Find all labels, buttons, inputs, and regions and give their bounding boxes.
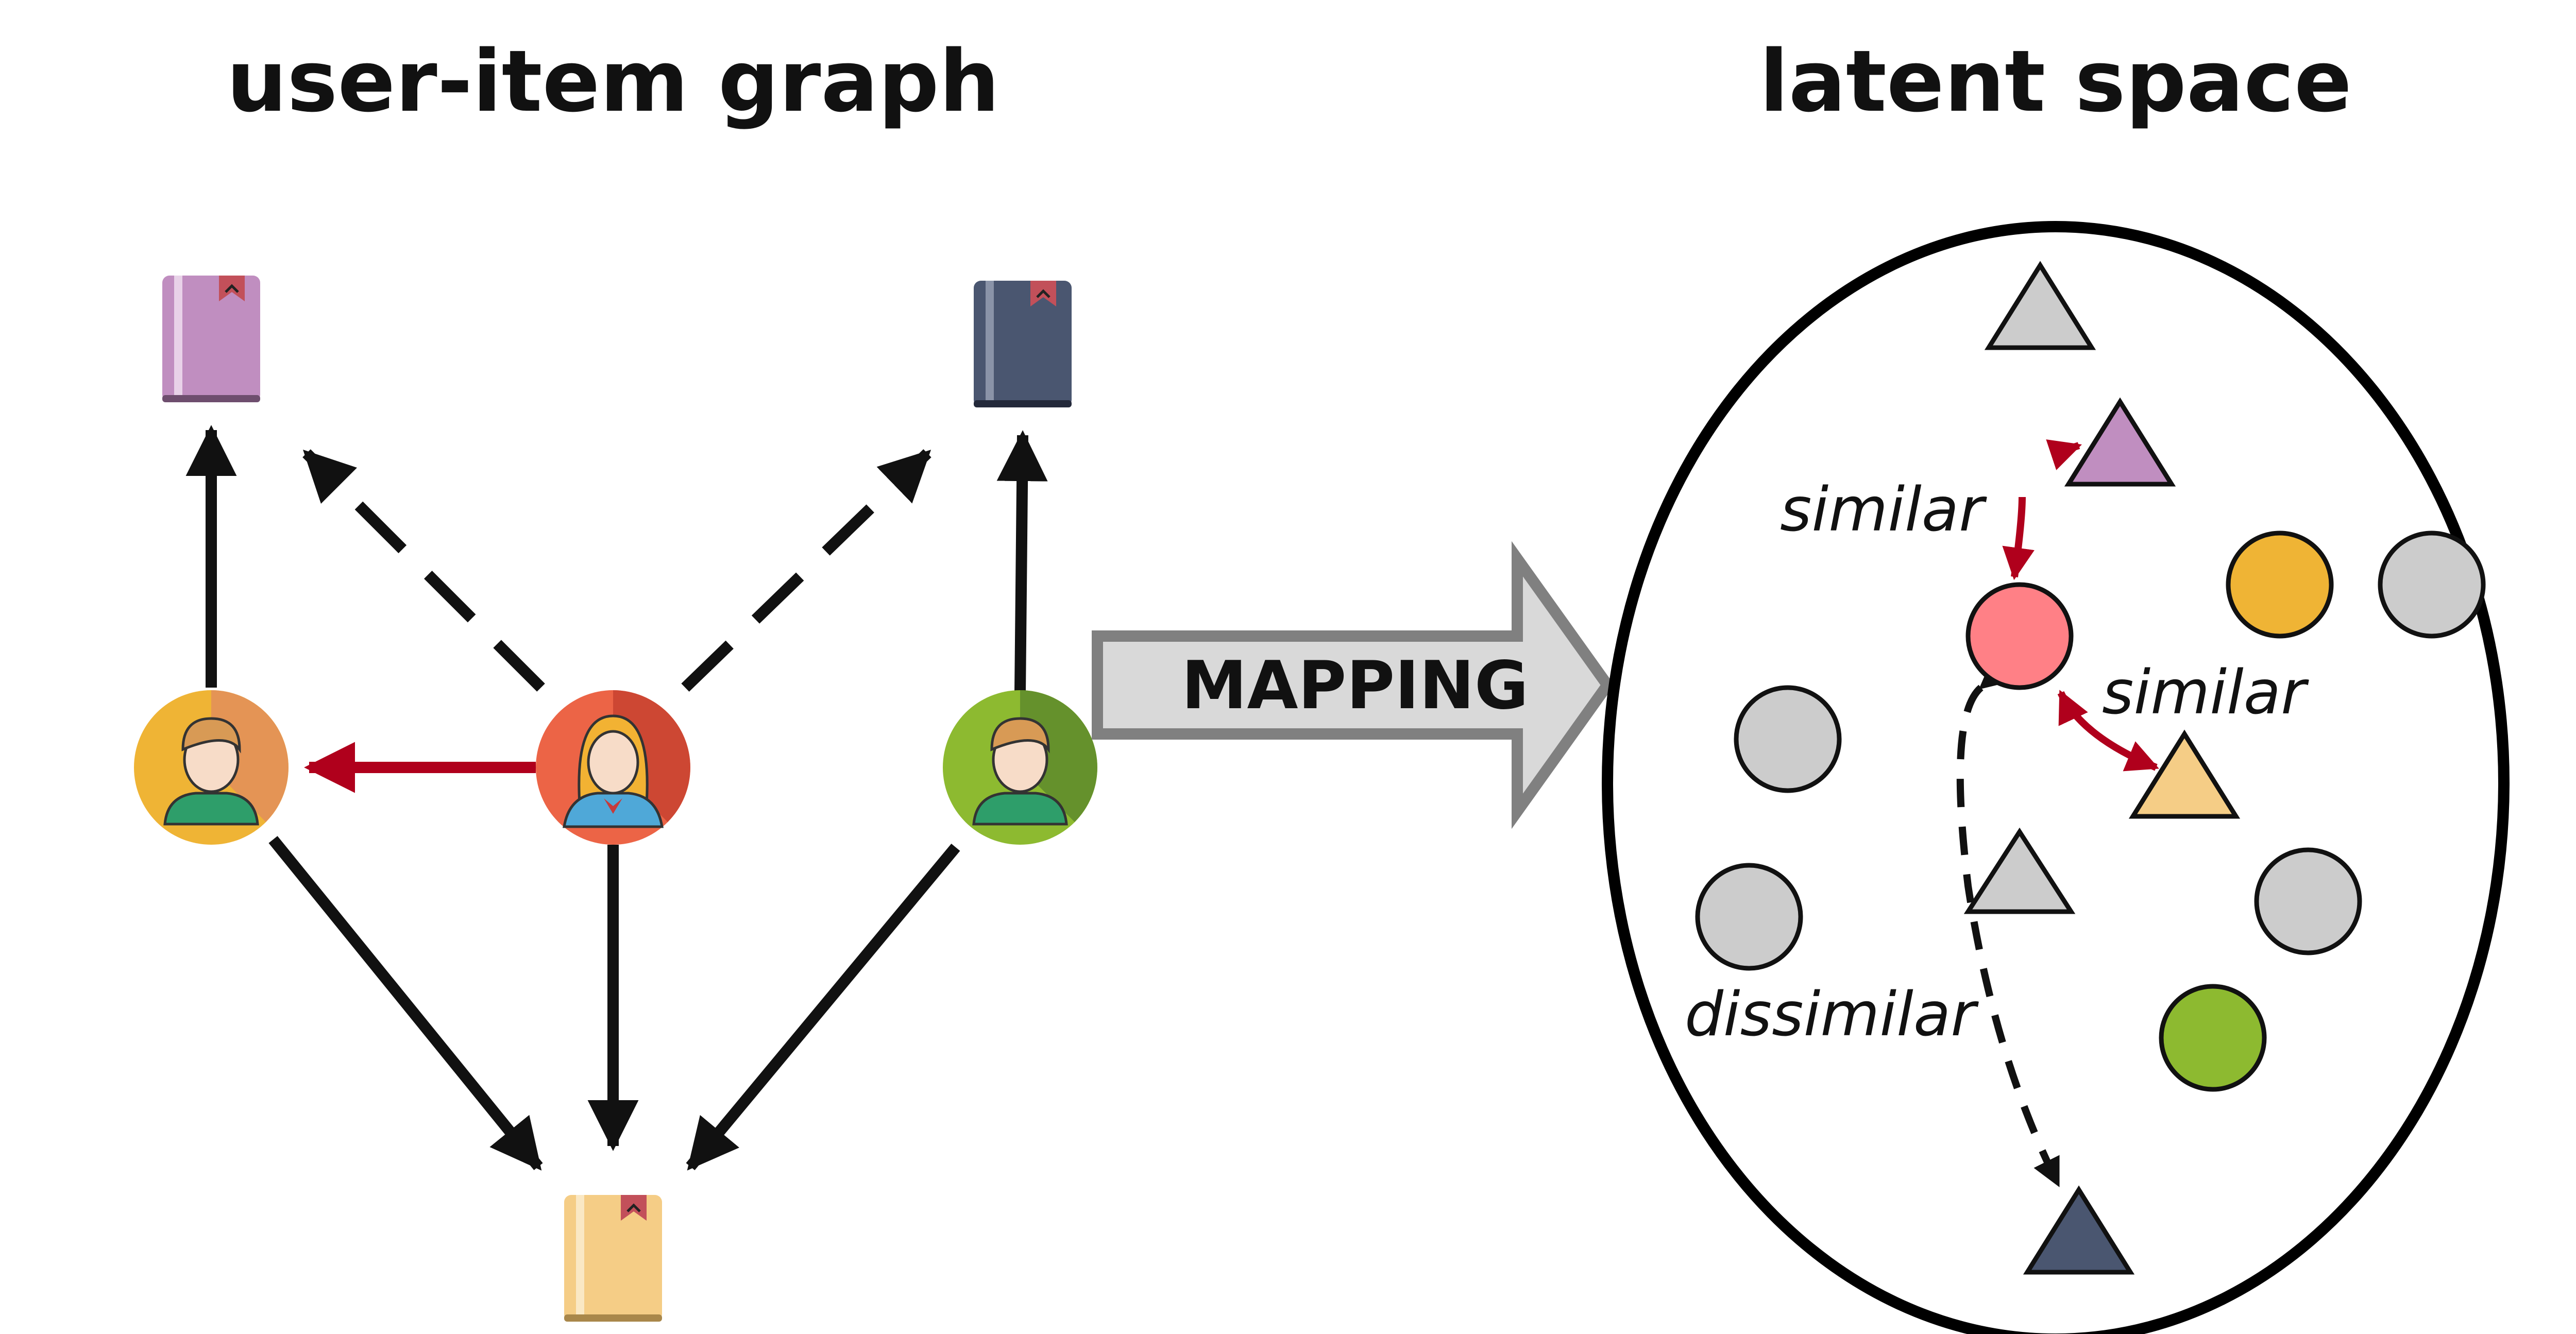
right-title: latent space [1759, 32, 2352, 131]
embedding-user-green [2159, 984, 2267, 1092]
label-similar-right: similar [2102, 657, 2309, 728]
embedding-user-gray-4 [2254, 847, 2362, 955]
similar-top-arrow [2046, 439, 2082, 470]
book-purple-icon [162, 276, 260, 402]
latent-space-boundary [1602, 221, 2510, 1334]
similar-right-arrow [2057, 690, 2159, 772]
user-center-avatar [536, 690, 690, 845]
label-similar-top: similar [1780, 474, 1987, 545]
embedding-user-gray-1 [2378, 531, 2486, 639]
edge-userleft-bookyellow [268, 836, 543, 1171]
user-left-avatar [134, 690, 289, 845]
user-right-avatar [943, 690, 1097, 845]
embedding-item-gray-1 [1984, 261, 2096, 350]
embedding-user-gray-3 [1695, 863, 1803, 971]
similar-down-arrow [2002, 497, 2035, 580]
embedding-user-orange [2226, 531, 2334, 639]
user-item-graph [134, 276, 1097, 1322]
edge-userright-bookyellow [686, 843, 960, 1171]
embedding-item-navy [2023, 1185, 2135, 1275]
mapping-arrow: MAPPING [1092, 541, 1615, 829]
latent-space: similar similar dissimilar [1602, 221, 2510, 1334]
embedding-item-gray-2 [1963, 827, 2076, 914]
book-navy-icon [974, 281, 1072, 407]
edge-usercenter-bookpurple-dashed [302, 449, 545, 692]
edge-userright-booknavy [996, 430, 1048, 693]
embedding-user-gray-2 [1734, 685, 1842, 793]
embedding-item-yellow [2128, 729, 2241, 819]
embedding-user-red [1965, 582, 2074, 690]
dissimilar-arrow [1956, 660, 2062, 1188]
embedding-item-purple [2064, 397, 2176, 487]
mapping-label: MAPPING [1181, 647, 1529, 724]
edge-usercenter-booknavy-dashed [681, 449, 931, 692]
label-dissimilar: dissimilar [1685, 979, 1979, 1050]
book-yellow-icon [564, 1195, 662, 1322]
left-title: user-item graph [227, 32, 1000, 131]
